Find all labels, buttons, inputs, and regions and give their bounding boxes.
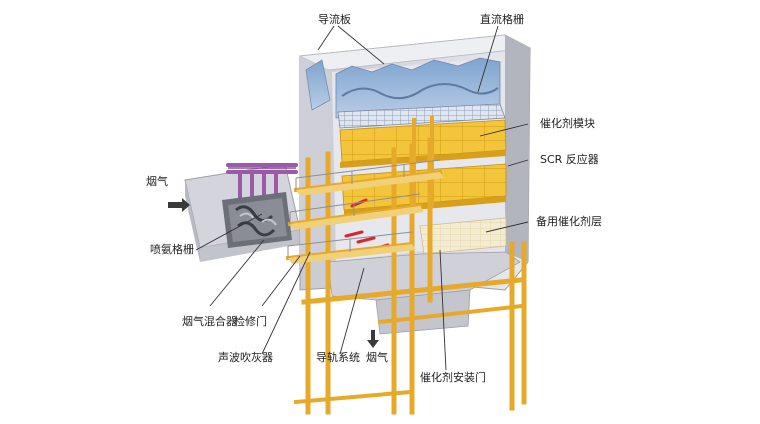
handrails [287, 159, 441, 258]
outlet-arrow-icon [367, 330, 379, 348]
leader-lines [195, 25, 529, 371]
label-straight-grid: 直流格栅 [480, 13, 524, 26]
label-ammonia-grid: 喷氨格栅 [150, 243, 194, 256]
reactor-casing [298, 34, 532, 335]
label-scr-reactor: SCR 反应器 [540, 153, 599, 166]
label-spare-layer: 备用催化剂层 [536, 215, 602, 228]
label-catalyst-module: 催化剂模块 [540, 117, 595, 130]
ammonia-pipes [226, 163, 298, 202]
inlet-arrow-icon [168, 198, 190, 212]
label-flue-gas-out: 烟气 [366, 351, 388, 364]
label-install-door: 催化剂安装门 [420, 371, 486, 384]
label-guide-plate: 导流板 [318, 13, 351, 26]
flue-gas-mixer [222, 192, 292, 248]
label-sootblower: 声波吹灰器 [218, 351, 273, 364]
label-access-door: 检修门 [234, 315, 267, 328]
label-flue-gas-mixer: 烟气混合器 [182, 315, 237, 328]
label-flue-gas-in: 烟气 [146, 175, 168, 188]
flow-arrows [168, 198, 379, 348]
label-rail-system: 导轨系统 [316, 351, 360, 364]
platform-decks [288, 172, 444, 264]
